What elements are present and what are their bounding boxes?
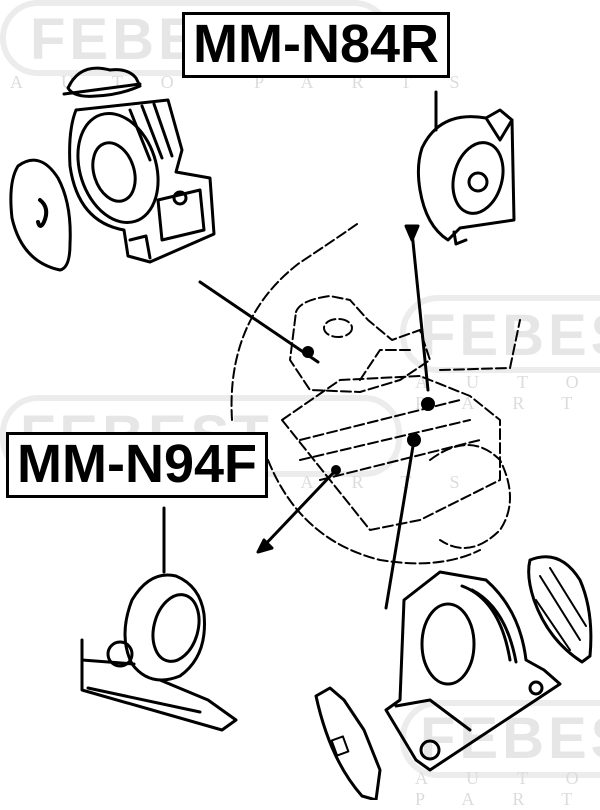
arrows	[198, 224, 430, 610]
engine-mount-lower-left	[80, 506, 238, 732]
mount-points	[302, 346, 435, 475]
engine-assembly	[230, 221, 521, 565]
cover-plate-left	[9, 158, 72, 272]
shield-plate-right	[527, 555, 593, 664]
engine-mount-upper-left	[62, 66, 216, 264]
engine-mount-lower-right	[384, 570, 562, 772]
shield-plate-bottom	[314, 686, 382, 800]
part-label-mm-n84r[interactable]: MM-N84R	[182, 12, 451, 78]
engine-mount-upper-right	[416, 90, 516, 246]
part-label-mm-n94f[interactable]: MM-N94F	[6, 432, 268, 498]
